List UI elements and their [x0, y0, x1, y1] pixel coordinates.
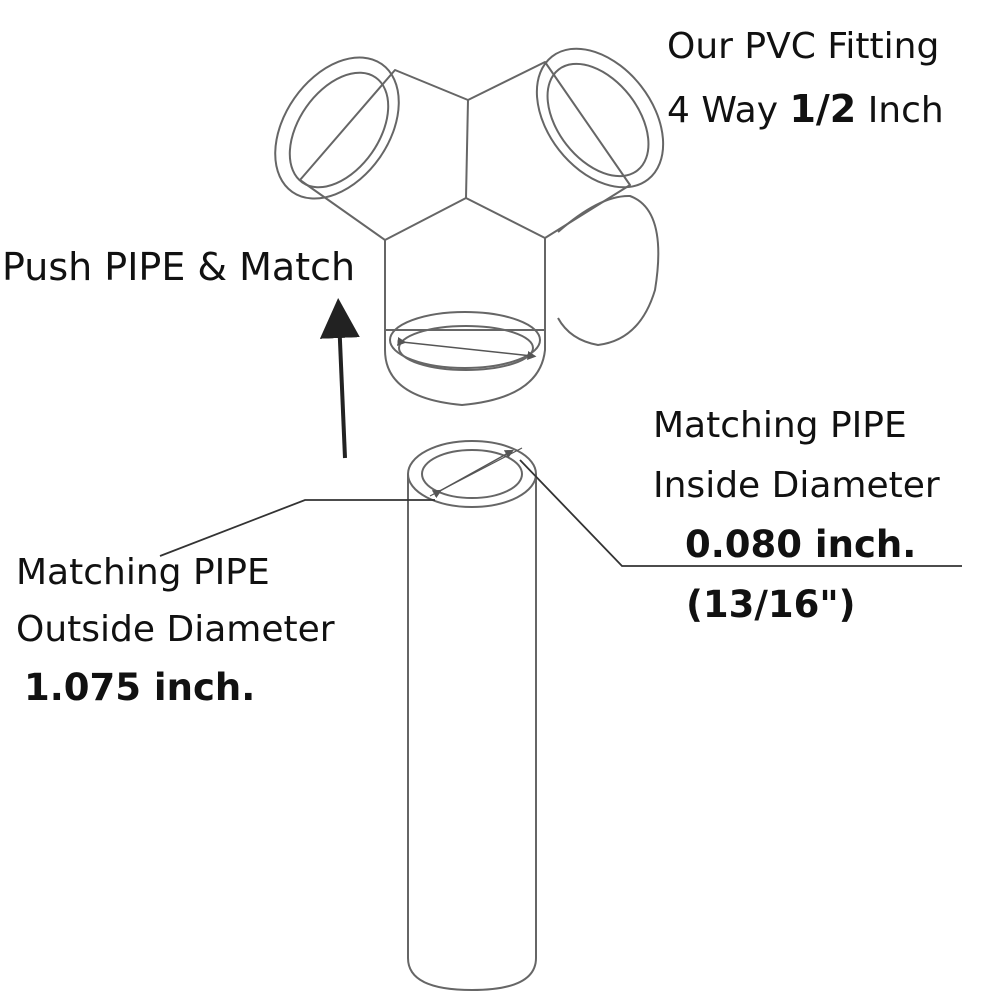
fitting-seams — [384, 99, 546, 241]
fitting-body-outline — [299, 61, 631, 331]
inside-diameter-fraction: (13/16") — [686, 583, 856, 626]
outside-diameter-leader — [159, 499, 435, 557]
bottom-socket — [384, 311, 546, 406]
fitting-label-line1: Our PVC Fitting — [667, 26, 940, 67]
push-arrow — [319, 298, 360, 459]
outside-diameter-line2: Outside Diameter — [16, 609, 335, 650]
left-socket — [274, 56, 400, 200]
fitting-label-line2: 4 Way 1/2 Inch — [667, 88, 944, 132]
inside-diameter-line2: Inside Diameter — [653, 465, 940, 506]
right-socket — [535, 47, 665, 189]
inside-diameter-leader — [519, 459, 962, 567]
inside-diameter-line1: Matching PIPE — [653, 405, 907, 446]
side-socket — [557, 194, 660, 346]
matching-pipe — [407, 440, 537, 992]
pipe-outer-diameter-arrow — [429, 447, 523, 497]
socket-diameter-arrow — [397, 337, 537, 360]
push-pipe-label: Push PIPE & Match — [2, 245, 356, 289]
outside-diameter-value: 1.075 inch. — [24, 666, 256, 709]
fitting-way-text: 4 Way — [667, 90, 779, 131]
inside-diameter-value: 0.080 inch. — [685, 523, 917, 566]
pipe-body — [407, 474, 537, 992]
fitting-unit-text: Inch — [867, 90, 944, 131]
pvc-fitting-4-way — [274, 47, 665, 406]
fitting-size-text: 1/2 — [789, 87, 857, 131]
outside-diameter-line1: Matching PIPE — [16, 552, 270, 593]
